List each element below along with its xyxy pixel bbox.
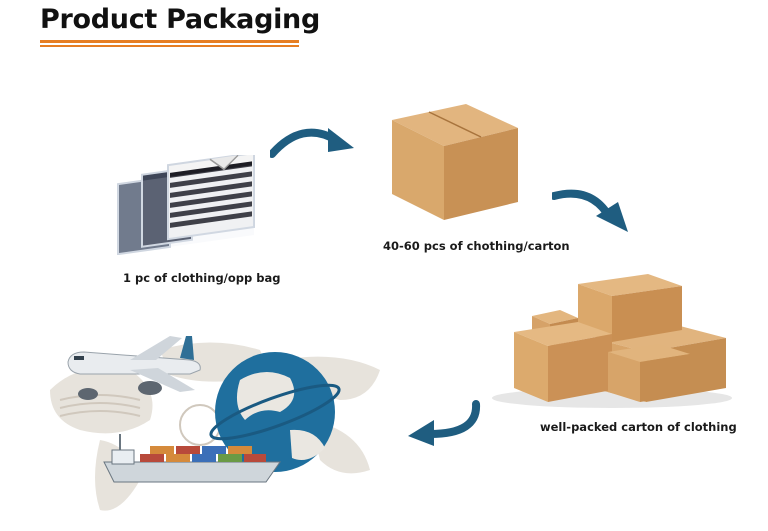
carton-box-icon bbox=[392, 104, 518, 220]
stacked-cartons-icon bbox=[492, 274, 732, 408]
page-title: Product Packaging bbox=[40, 4, 321, 35]
title-underline-secondary bbox=[40, 45, 299, 47]
step-caption-packed-carton: well-packed carton of clothing bbox=[540, 420, 737, 434]
title-underline bbox=[40, 40, 299, 43]
step-caption-carton: 40-60 pcs of chothing/carton bbox=[383, 239, 570, 253]
step-caption-opp-bag: 1 pc of clothing/opp bag bbox=[123, 271, 281, 285]
flow-arrow-icon bbox=[552, 189, 628, 232]
shipping-globe-icon bbox=[50, 336, 380, 511]
folded-clothes-icon bbox=[117, 155, 255, 255]
flow-arrow-icon bbox=[408, 400, 481, 446]
flow-arrow-icon bbox=[270, 128, 354, 158]
